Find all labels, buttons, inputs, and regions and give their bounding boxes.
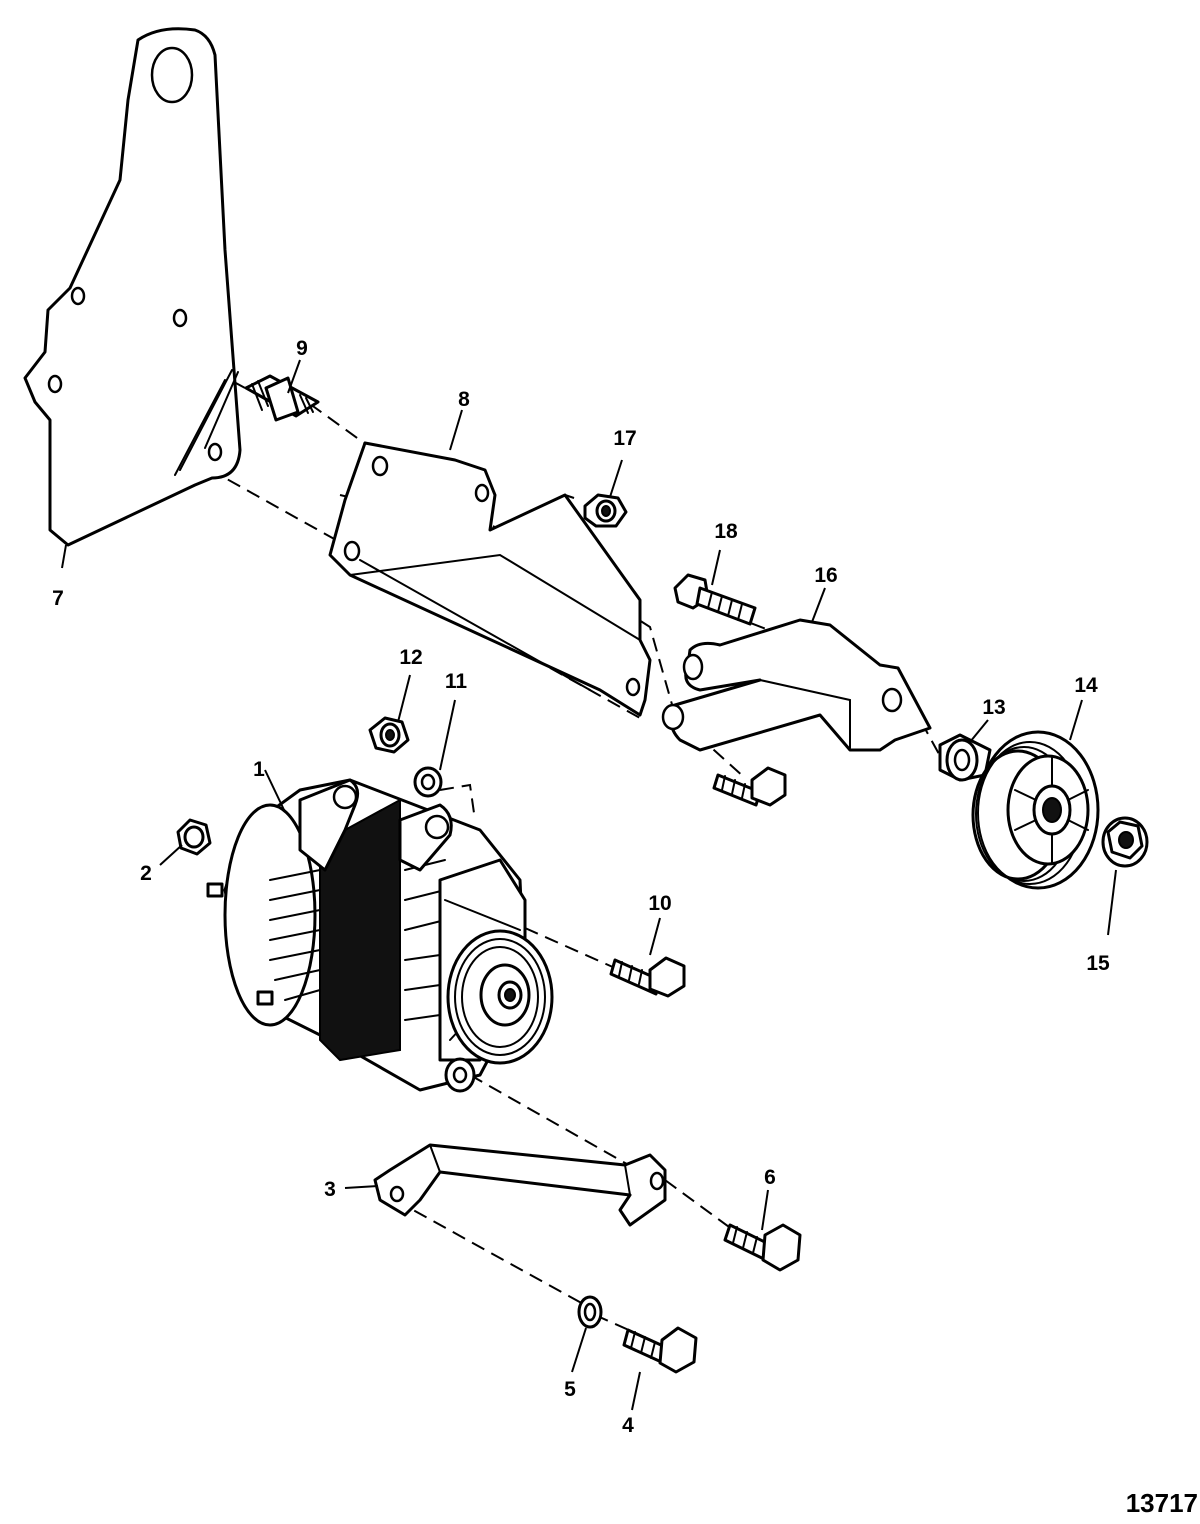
bolt-6 bbox=[723, 1223, 802, 1272]
callout-12: 12 bbox=[399, 646, 422, 669]
mounting-plate-7 bbox=[23, 27, 242, 547]
bolt-4 bbox=[622, 1326, 698, 1374]
idler-pulley-14 bbox=[971, 730, 1100, 890]
callout-2: 2 bbox=[140, 862, 152, 885]
callout-3: 3 bbox=[324, 1178, 336, 1201]
figure-number: 13717 bbox=[1126, 1488, 1198, 1518]
cooling-fins bbox=[269, 859, 446, 1021]
callout-7: 7 bbox=[52, 587, 64, 610]
bracket-8 bbox=[328, 441, 652, 717]
callout-5: 5 bbox=[564, 1378, 576, 1401]
callout-4: 4 bbox=[622, 1414, 634, 1437]
callout-11: 11 bbox=[445, 670, 468, 693]
callout-13: 13 bbox=[982, 696, 1005, 719]
callout-9: 9 bbox=[296, 337, 308, 360]
flange-nut-15 bbox=[1101, 816, 1149, 868]
idler-bracket-16 bbox=[661, 618, 932, 752]
callout-6: 6 bbox=[764, 1166, 776, 1189]
leader-lines bbox=[61, 359, 1117, 1411]
callout-17: 17 bbox=[613, 427, 636, 450]
callout-10: 10 bbox=[648, 892, 671, 915]
stud-9 bbox=[244, 374, 320, 422]
lock-washer-11 bbox=[413, 766, 443, 798]
nut-17 bbox=[583, 493, 628, 528]
callout-labels: 1 2 3 4 5 6 7 8 9 10 11 12 13 14 15 16 1… bbox=[52, 337, 1110, 1437]
adjusting-bracket-3 bbox=[373, 1143, 667, 1227]
bolt-unlabeled bbox=[712, 766, 787, 807]
callout-14: 14 bbox=[1074, 674, 1098, 697]
callout-1: 1 bbox=[253, 758, 265, 781]
bolt-18 bbox=[673, 573, 757, 626]
callout-16: 16 bbox=[814, 564, 837, 587]
callout-15: 15 bbox=[1086, 952, 1110, 975]
bolt-10 bbox=[609, 956, 686, 998]
callout-18: 18 bbox=[714, 520, 738, 543]
alternator-1 bbox=[206, 778, 554, 1093]
nut-2 bbox=[176, 818, 212, 856]
lock-washer-5 bbox=[577, 1295, 603, 1329]
spacer-13 bbox=[938, 733, 992, 782]
nut-12 bbox=[368, 716, 410, 754]
callout-8: 8 bbox=[458, 388, 470, 411]
